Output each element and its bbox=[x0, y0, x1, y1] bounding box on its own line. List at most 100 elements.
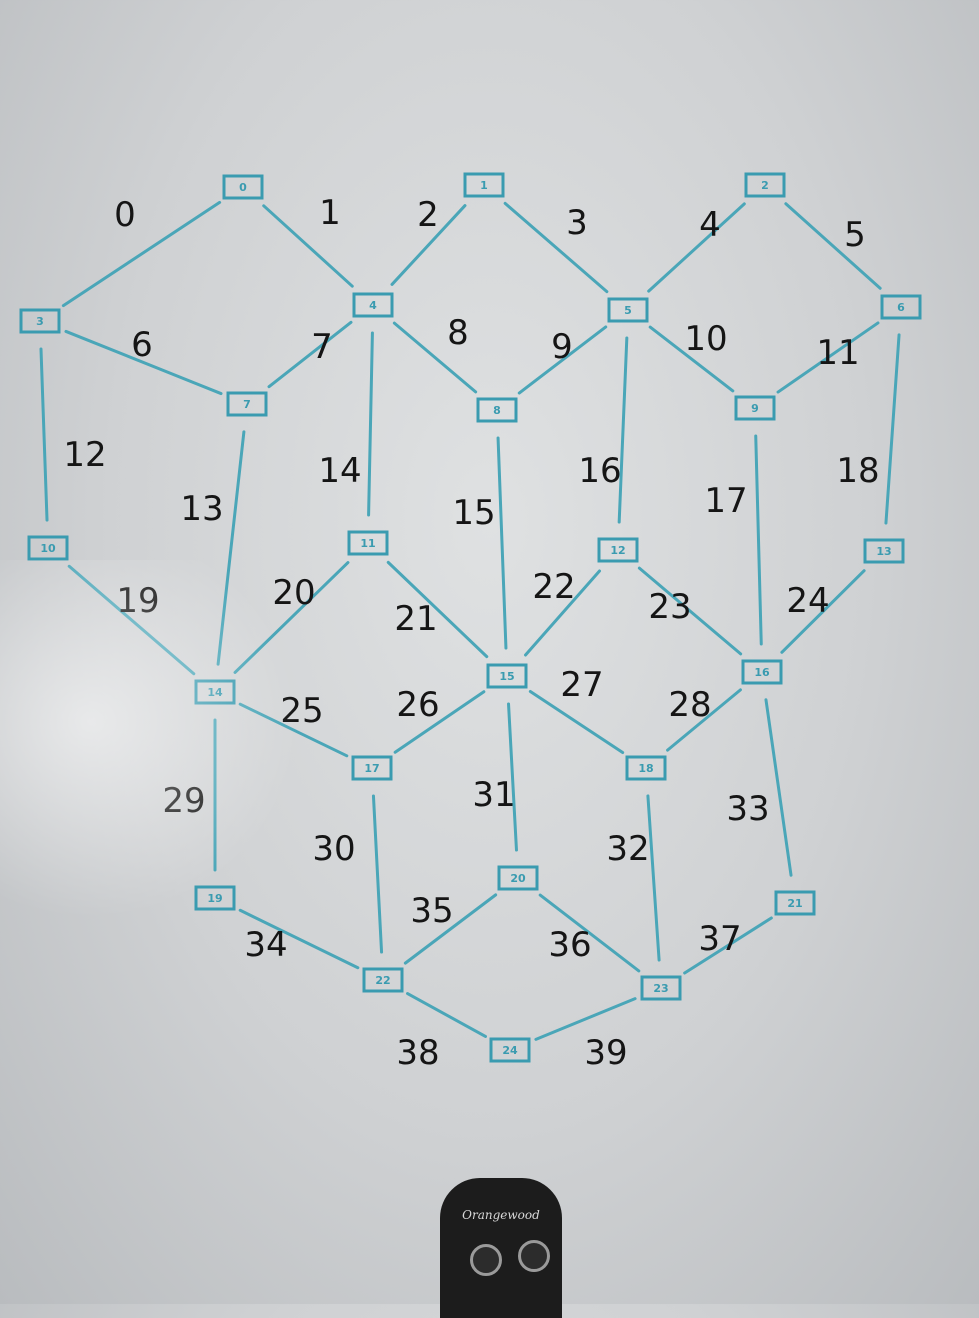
node-box bbox=[497, 865, 539, 891]
graph-node: 9 bbox=[734, 395, 776, 421]
node-label: 20 bbox=[510, 872, 526, 885]
edge-line bbox=[754, 434, 763, 646]
graph-node: 3 bbox=[19, 308, 61, 334]
edge-label: 29 bbox=[162, 781, 205, 821]
node-label: 4 bbox=[369, 299, 377, 312]
graph-node: 23 bbox=[640, 975, 682, 1001]
edge-line bbox=[64, 329, 223, 396]
edge-label: 11 bbox=[816, 333, 859, 373]
edge-line bbox=[386, 560, 489, 659]
guitar-brand-label: Orangewood bbox=[462, 1208, 540, 1222]
graph-node: 10 bbox=[27, 535, 69, 561]
edge-label: 14 bbox=[318, 451, 361, 491]
node-label: 9 bbox=[751, 402, 759, 415]
edge-label: 24 bbox=[786, 581, 829, 621]
edge-line bbox=[371, 794, 384, 954]
node-label: 24 bbox=[502, 1044, 518, 1057]
node-label: 13 bbox=[876, 545, 891, 558]
node-box bbox=[640, 975, 682, 1001]
node-label: 3 bbox=[36, 315, 44, 328]
edge-label: 4 bbox=[699, 205, 721, 245]
node-label: 22 bbox=[375, 974, 390, 987]
graph-node: 1 bbox=[463, 172, 505, 198]
edge-label: 20 bbox=[272, 573, 315, 613]
node-label: 5 bbox=[624, 304, 632, 317]
node-box bbox=[607, 297, 649, 323]
graph-node: 20 bbox=[497, 865, 539, 891]
edge-label: 37 bbox=[698, 919, 741, 959]
edge-line bbox=[524, 569, 601, 657]
edge-label: 38 bbox=[396, 1033, 439, 1073]
edge-label: 34 bbox=[244, 925, 287, 965]
node-label: 16 bbox=[754, 666, 770, 679]
graph-node: 22 bbox=[362, 967, 404, 993]
graph-node: 19 bbox=[194, 885, 236, 911]
edge-line bbox=[367, 331, 374, 517]
edge-line bbox=[503, 201, 609, 294]
graph-node: 15 bbox=[486, 663, 528, 689]
node-box bbox=[222, 174, 264, 200]
edge-line bbox=[496, 436, 508, 650]
edge-label: 19 bbox=[116, 581, 159, 621]
node-label: 15 bbox=[499, 670, 514, 683]
edge-line bbox=[392, 321, 478, 394]
edge-line bbox=[683, 916, 773, 975]
edge-label: 1 bbox=[319, 193, 341, 233]
edge-label: 6 bbox=[131, 325, 153, 365]
node-label: 12 bbox=[610, 544, 625, 557]
edge-line bbox=[538, 893, 641, 973]
tuning-peg-icon bbox=[470, 1244, 502, 1276]
node-box bbox=[880, 294, 922, 320]
graph-node: 17 bbox=[351, 755, 393, 781]
edge-line bbox=[764, 698, 793, 877]
node-box bbox=[27, 535, 69, 561]
node-box bbox=[352, 292, 394, 318]
node-box bbox=[347, 530, 389, 556]
node-box bbox=[226, 391, 268, 417]
node-box bbox=[774, 890, 816, 916]
edge-line bbox=[646, 794, 661, 962]
edge-label: 9 bbox=[551, 327, 573, 367]
edges-layer bbox=[39, 200, 901, 1041]
edge-label: 21 bbox=[394, 599, 437, 639]
node-label: 18 bbox=[638, 762, 653, 775]
node-box bbox=[351, 755, 393, 781]
edge-line bbox=[61, 200, 222, 308]
graph-node: 18 bbox=[625, 755, 667, 781]
edge-label: 10 bbox=[684, 319, 727, 359]
node-label: 19 bbox=[207, 892, 222, 905]
node-box bbox=[486, 663, 528, 689]
node-label: 14 bbox=[207, 686, 223, 699]
graph-node: 21 bbox=[774, 890, 816, 916]
edge-label: 33 bbox=[726, 789, 769, 829]
edge-line bbox=[884, 333, 901, 525]
edge-label: 5 bbox=[844, 215, 866, 255]
graph-node: 11 bbox=[347, 530, 389, 556]
node-box bbox=[744, 172, 786, 198]
node-label: 6 bbox=[897, 301, 905, 314]
edge-line bbox=[393, 690, 486, 754]
edge-label: 25 bbox=[280, 691, 323, 731]
node-label: 1 bbox=[480, 179, 488, 192]
node-label: 10 bbox=[40, 542, 56, 555]
graph-node: 7 bbox=[226, 391, 268, 417]
edge-label: 39 bbox=[584, 1033, 627, 1073]
edge-line bbox=[403, 893, 498, 965]
edge-label: 0 bbox=[114, 195, 136, 235]
edge-label: 27 bbox=[560, 665, 603, 705]
node-box bbox=[734, 395, 776, 421]
edge-label: 18 bbox=[836, 451, 879, 491]
tuning-peg-icon bbox=[518, 1240, 550, 1272]
node-label: 2 bbox=[761, 179, 769, 192]
edge-label: 7 bbox=[311, 327, 333, 367]
node-box bbox=[489, 1037, 531, 1063]
edge-line bbox=[390, 204, 467, 286]
node-label: 17 bbox=[364, 762, 379, 775]
edge-label: 26 bbox=[396, 685, 439, 725]
edge-label: 32 bbox=[606, 829, 649, 869]
node-box bbox=[863, 538, 905, 564]
node-label: 0 bbox=[239, 181, 247, 194]
edge-line bbox=[262, 204, 354, 288]
